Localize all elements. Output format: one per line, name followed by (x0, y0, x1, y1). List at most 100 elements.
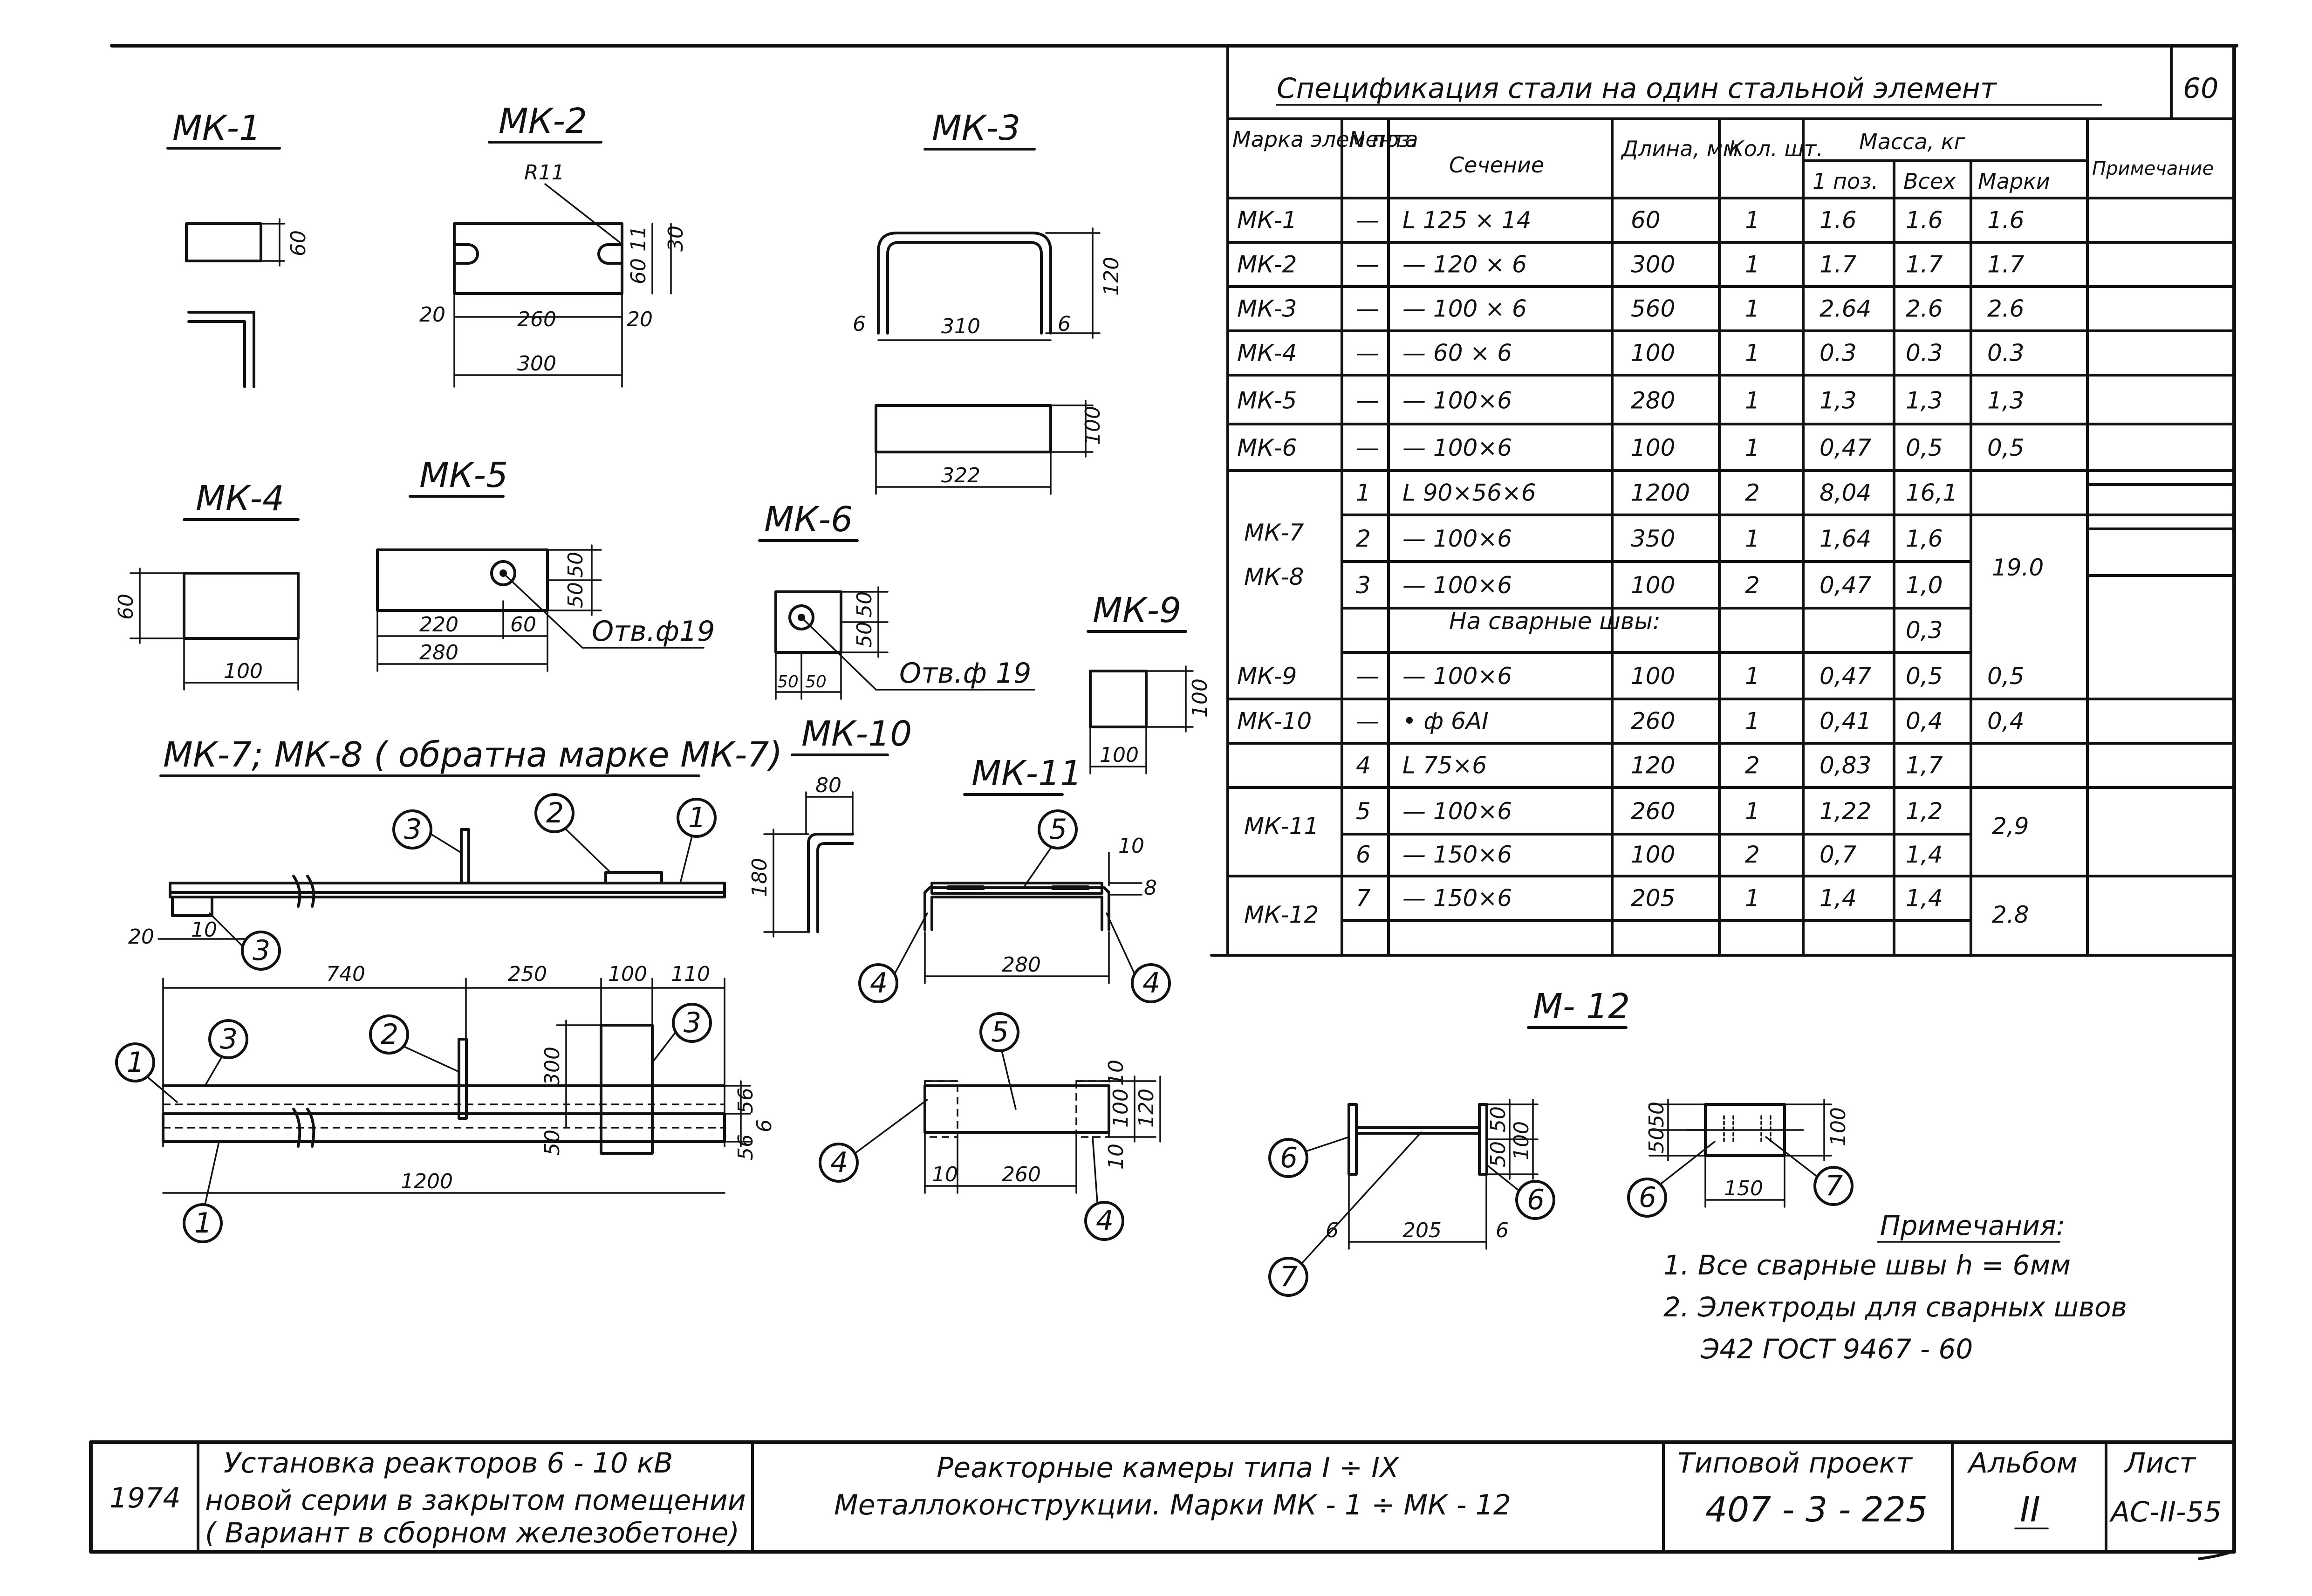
spec-cell-mall: 1,3 (1906, 387, 1943, 414)
m12-mark-6c: 6 (1639, 1181, 1656, 1214)
spec-cell-qty: 1 (1745, 885, 1760, 912)
spec-cell-length: 120 (1631, 752, 1675, 779)
spec-cell-m1: 2.64 (1820, 295, 1871, 322)
mk6-dim-50a: 50 (853, 591, 876, 617)
spec-cell-mark: МК-3 (1237, 295, 1297, 322)
mk2-dim-11b: 60 (627, 258, 650, 284)
mk11-dim-120: 120 (1135, 1089, 1158, 1128)
note-1: 1. Все сварные швы h = 6мм (1663, 1249, 2071, 1281)
spec-cell-m1: 8,04 (1820, 479, 1871, 507)
mk3-dim-6b: 6 (1058, 312, 1071, 336)
mk11-mark-5a: 5 (1049, 813, 1067, 846)
mk11-mark-4c: 4 (830, 1146, 848, 1179)
mk3-dim-322: 322 (941, 464, 980, 487)
spec-cell-m1: 0.3 (1820, 340, 1857, 367)
mk6-drawing: МК-6 50 50 Отв.ф 19 50 50 (758, 500, 1035, 700)
m12-dim-50a: 50 (1486, 1106, 1510, 1132)
spec-cell-qty: 2 (1745, 479, 1760, 507)
mk3-dim-120: 120 (1100, 257, 1123, 296)
note-3: Э42 ГОСТ 9467 - 60 (1700, 1333, 1973, 1365)
mk6-hole: Отв.ф 19 (899, 657, 1031, 690)
spec-cell-mall: 2.6 (1906, 295, 1943, 322)
spec-cell-length: 300 (1631, 251, 1675, 278)
mk7-dim-20: 20 (128, 925, 154, 949)
spec-cell-mall: 0,5 (1906, 434, 1943, 461)
mk2-dim-20a: 20 (419, 303, 445, 327)
hdr-mass: Масса, кг (1859, 129, 1966, 154)
spec-cell-section: — 100×6 (1402, 525, 1512, 552)
spec-cell-mall: 1,7 (1906, 752, 1943, 779)
mk7-mark-3d: 2 (381, 1018, 398, 1051)
spec-cell-mmark: 1,3 (1987, 387, 2025, 414)
mk2-dim-300: 300 (517, 352, 556, 376)
spec-cell-section: — 150×6 (1402, 885, 1512, 912)
spec-cell-length: 60 (1631, 207, 1661, 234)
mk11-mark-4d: 4 (1096, 1205, 1114, 1237)
spec-cell-pos: — (1356, 434, 1379, 461)
mk5-dim-60: 60 (510, 613, 536, 637)
spec-cell-pos: 6 (1356, 841, 1371, 868)
spec-cell-qty: 1 (1745, 251, 1760, 278)
mk11-mark-4a: 4 (870, 967, 888, 1000)
spec-cell-mark: МК-1 (1237, 207, 1297, 234)
tb-sheet-label: Лист (2124, 1447, 2196, 1480)
spec-cell-mark: МК-9 (1237, 663, 1297, 690)
spec-cell-pos: — (1356, 207, 1379, 234)
mk7-dim-50: 50 (540, 1130, 564, 1156)
spec-cell-pos: 5 (1356, 798, 1371, 825)
mk2-dim-r: R11 (524, 161, 565, 185)
spec-cell-length: 350 (1631, 525, 1675, 552)
tb-sheet-no: АС-II-55 (2109, 1496, 2222, 1528)
m12-dim-50c: 50 (1645, 1102, 1669, 1128)
spec-cell-pos: — (1356, 708, 1379, 735)
spec-cell-section: — 100×6 (1402, 798, 1512, 825)
tb-album-no: II (2020, 1490, 2040, 1530)
mk11-dim-10c: 10 (1104, 1144, 1128, 1170)
spec-cell-qty: 1 (1745, 434, 1760, 461)
mk1-dim: 60 (287, 230, 310, 256)
mk2-dim-11a: 11 (627, 226, 650, 252)
spec-cell-section: • ф 6AI (1402, 708, 1489, 735)
mk7-mark-1b: 3 (220, 1023, 238, 1055)
spec-cell-m1: 1,22 (1820, 798, 1871, 825)
spec-cell-pos: 7 (1356, 885, 1371, 912)
spec-cell-mall: 0,3 (1906, 617, 1943, 644)
mk7-dim-740: 740 (326, 962, 365, 986)
spec-cell-mall: 0,4 (1906, 708, 1943, 735)
spec-cell-length: 100 (1631, 340, 1675, 367)
mk2-dim-260: 260 (517, 308, 556, 331)
spec-cell-mmark: 0.3 (1987, 340, 2025, 367)
mk7-mark-2b: 3 (684, 1007, 701, 1039)
m12-mark-6b: 6 (1527, 1184, 1545, 1216)
spec-cell-length: 100 (1631, 663, 1675, 690)
m12-dim-6b: 6 (1496, 1219, 1509, 1242)
mk7-dim-1200: 1200 (401, 1170, 453, 1193)
hdr-pos: N поз. (1349, 127, 1417, 152)
spec-cell-m1: 0,83 (1820, 752, 1871, 779)
spec-cell-length: 1200 (1631, 479, 1690, 507)
mk7-dim-110: 110 (671, 962, 710, 986)
spec-cell-length: 560 (1631, 295, 1675, 322)
spec-title: Спецификация стали на один стальной элем… (1277, 72, 1997, 105)
mk7-title: МК-7; МК-8 ( обратна марке МК-7) (163, 735, 782, 775)
mk2-drawing: МК-2 R11 11 60 30 20 260 20 300 (419, 101, 688, 388)
spec-cell-qty: 2 (1745, 841, 1760, 868)
spec-cell-pos: — (1356, 340, 1379, 367)
mk3-dim-100: 100 (1081, 406, 1105, 445)
spec-cell-mmark: 2.6 (1987, 295, 2025, 322)
mk9-dim-100a: 100 (1188, 678, 1212, 718)
mk7-dim-6: 6 (752, 1119, 776, 1132)
mk6-dim-50b: 50 (853, 622, 876, 648)
mk4-dim-100: 100 (224, 659, 263, 683)
mk5-drawing: МК-5 50 50 Отв.ф19 220 60 280 (376, 455, 715, 672)
spec-cell-mmark: 0,5 (1987, 663, 2025, 690)
tb-year: 1974 (109, 1482, 181, 1514)
mk11-mark-4b: 4 (1142, 967, 1160, 1000)
hdr-note: Примечание (2092, 158, 2214, 179)
mk7-dim-56a: 56 (734, 1088, 758, 1114)
sheet-frame (89, 44, 2238, 1554)
mk5-dim-50b: 50 (564, 582, 588, 608)
spec-cell-mall: 16,1 (1906, 479, 1957, 507)
spec-cell-m1: 1,3 (1820, 387, 1857, 414)
